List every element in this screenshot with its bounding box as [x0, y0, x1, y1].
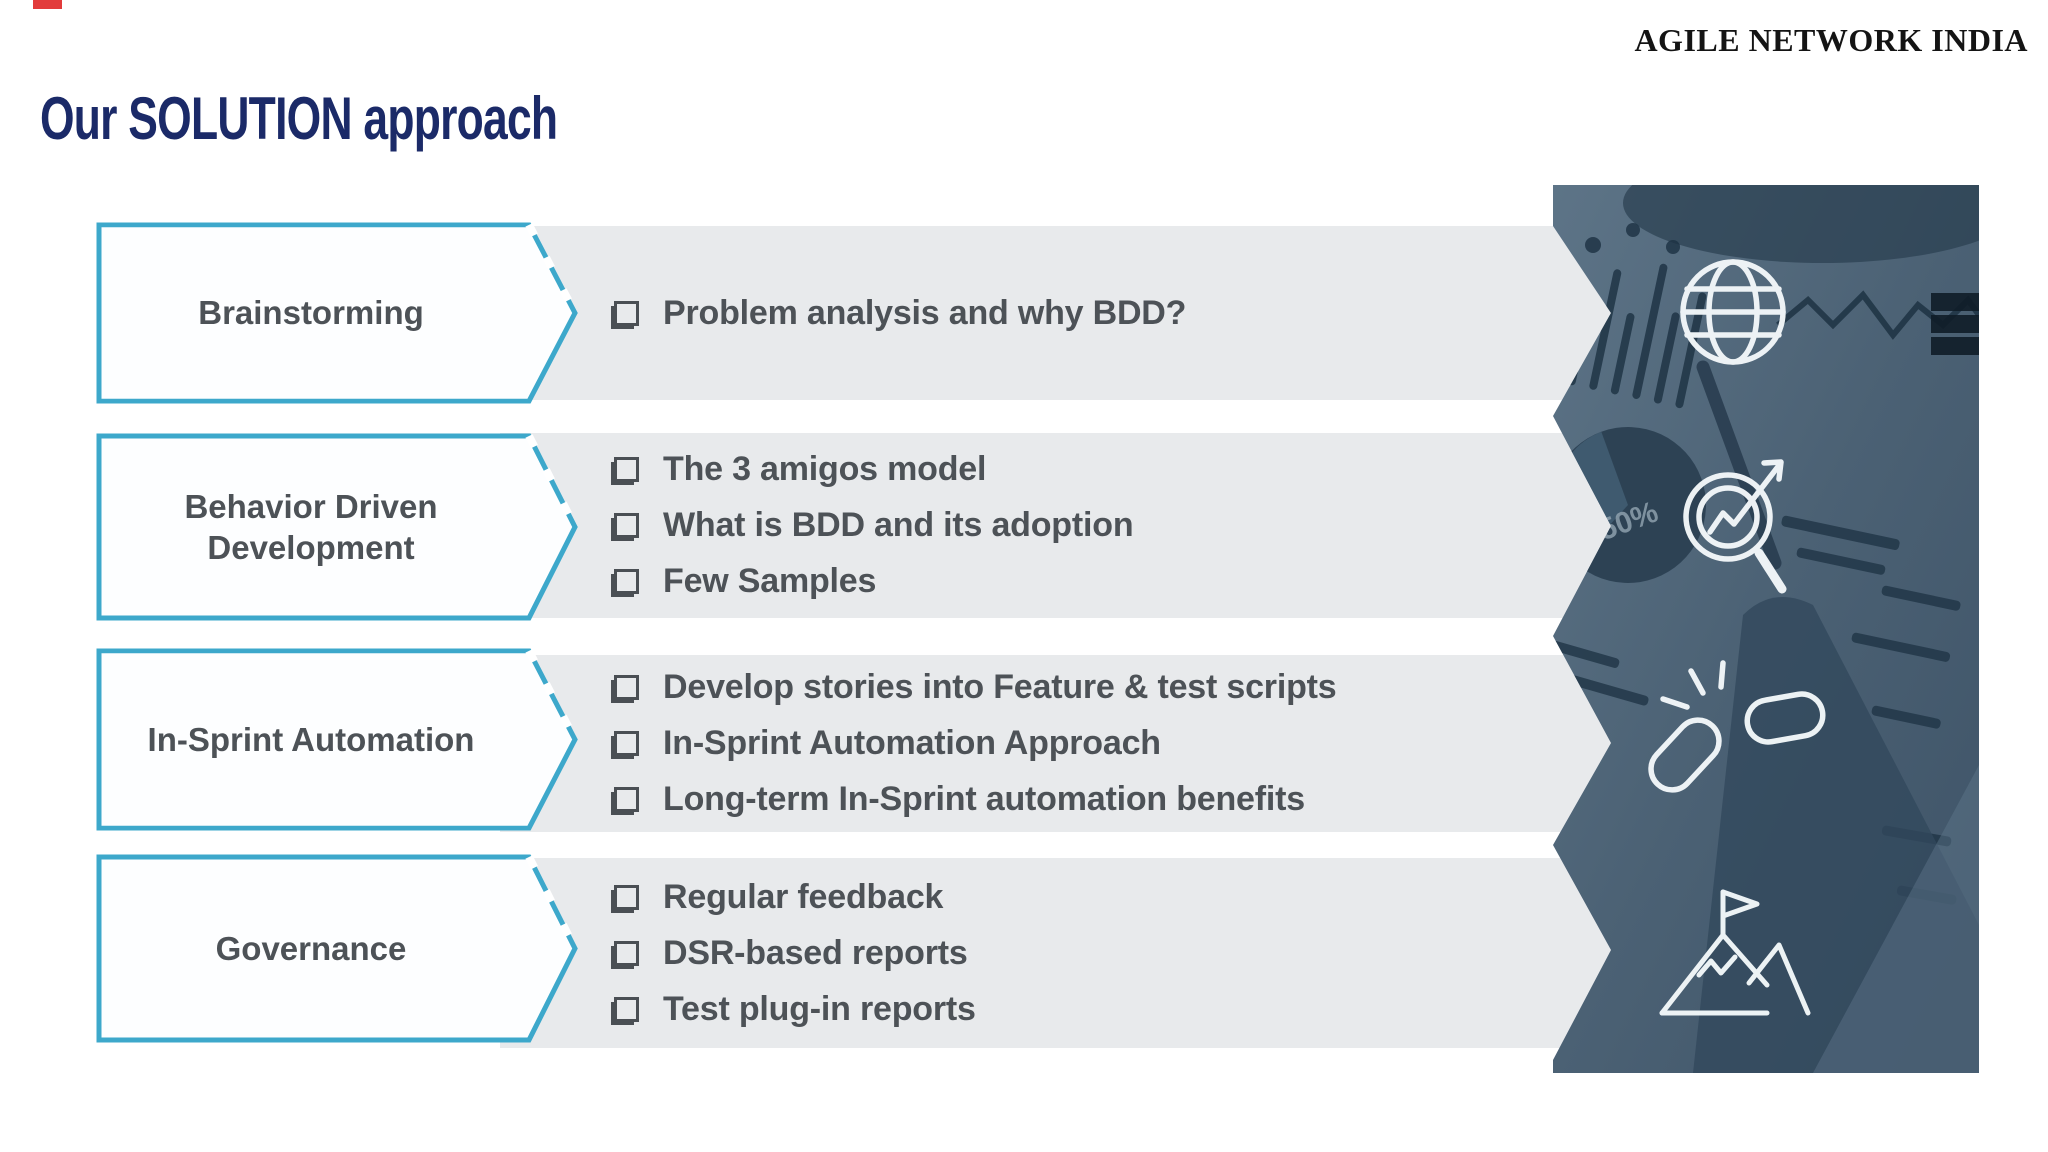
- bullet-text: What is BDD and its adoption: [663, 506, 1134, 544]
- page-title: Our SOLUTION approach: [40, 85, 558, 152]
- photo-panel: 50%: [1553, 185, 1979, 1073]
- checkbox-bullet-icon: [614, 996, 639, 1022]
- globe-icon: [1680, 259, 1786, 365]
- arrow-box-label: Behavior Driven Development: [184, 487, 438, 566]
- checkbox-bullet-icon: [614, 884, 639, 910]
- list-item: DSR-based reports: [612, 931, 976, 975]
- list-item: Long-term In-Sprint automation benefits: [612, 778, 1336, 822]
- bullet-text: Regular feedback: [663, 877, 944, 916]
- checkbox-bullet-icon: [614, 300, 639, 326]
- bullet-list-bdd: The 3 amigos model What is BDD and its a…: [612, 433, 1134, 618]
- trend-magnifier-icon: [1683, 459, 1787, 594]
- list-item: The 3 amigos model: [612, 448, 1133, 492]
- bullet-text: Long-term In-Sprint automation benefits: [663, 780, 1305, 818]
- checkbox-bullet-icon: [614, 457, 639, 482]
- checkbox-bullet-icon: [614, 787, 639, 812]
- row-band-2: [500, 433, 1612, 618]
- arrow-box-label: Brainstorming: [198, 294, 424, 332]
- arrow-box-label: In-Sprint Automation: [147, 720, 475, 758]
- row-band-4: [500, 858, 1612, 1048]
- bullet-list-governance: Regular feedback DSR-based reports Test …: [612, 858, 976, 1048]
- bullet-text: The 3 amigos model: [663, 450, 987, 488]
- list-item: Regular feedback: [612, 875, 976, 919]
- broken-link-icon: [1648, 660, 1826, 793]
- bullet-text: DSR-based reports: [663, 933, 968, 972]
- list-item: Test plug-in reports: [612, 987, 976, 1031]
- process-step-box-in-sprint-automation: In-Sprint Automation: [96, 648, 578, 831]
- checkbox-bullet-icon: [614, 731, 639, 756]
- arrow-box-label: Governance: [215, 929, 407, 967]
- bullet-list-brainstorming: Problem analysis and why BDD?: [612, 226, 1186, 400]
- photo-data-grid: [1931, 293, 1979, 355]
- bullet-text: Problem analysis and why BDD?: [663, 293, 1187, 332]
- checkbox-bullet-icon: [614, 940, 639, 966]
- hand-silhouette: [1693, 597, 1979, 1073]
- list-item: Develop stories into Feature & test scri…: [612, 666, 1337, 710]
- checkbox-bullet-icon: [614, 513, 639, 538]
- row-band-1: [500, 226, 1612, 400]
- process-step-box-governance: Governance: [96, 854, 578, 1043]
- list-item: What is BDD and its adoption: [612, 504, 1134, 548]
- process-step-box-bdd: Behavior Driven Development: [96, 433, 578, 621]
- bullet-text: Test plug-in reports: [663, 989, 976, 1028]
- red-corner-mark: [33, 0, 62, 9]
- checkbox-bullet-icon: [614, 569, 639, 594]
- bullet-text: Develop stories into Feature & test scri…: [663, 668, 1337, 706]
- list-item: Few Samples: [612, 560, 1133, 604]
- list-item: In-Sprint Automation Approach: [612, 722, 1336, 766]
- row-band-3: [500, 655, 1612, 832]
- mountain-flag-icon: [1659, 889, 1811, 1016]
- bullet-text: In-Sprint Automation Approach: [663, 724, 1161, 762]
- bullet-list-in-sprint-automation: Develop stories into Feature & test scri…: [612, 655, 1337, 832]
- list-item: Problem analysis and why BDD?: [612, 291, 1186, 335]
- checkbox-bullet-icon: [614, 675, 639, 700]
- bullet-text: Few Samples: [663, 562, 877, 600]
- brand-logo: AGILE NETWORK INDIA: [1634, 22, 2028, 58]
- process-step-box-brainstorming: Brainstorming: [96, 222, 578, 404]
